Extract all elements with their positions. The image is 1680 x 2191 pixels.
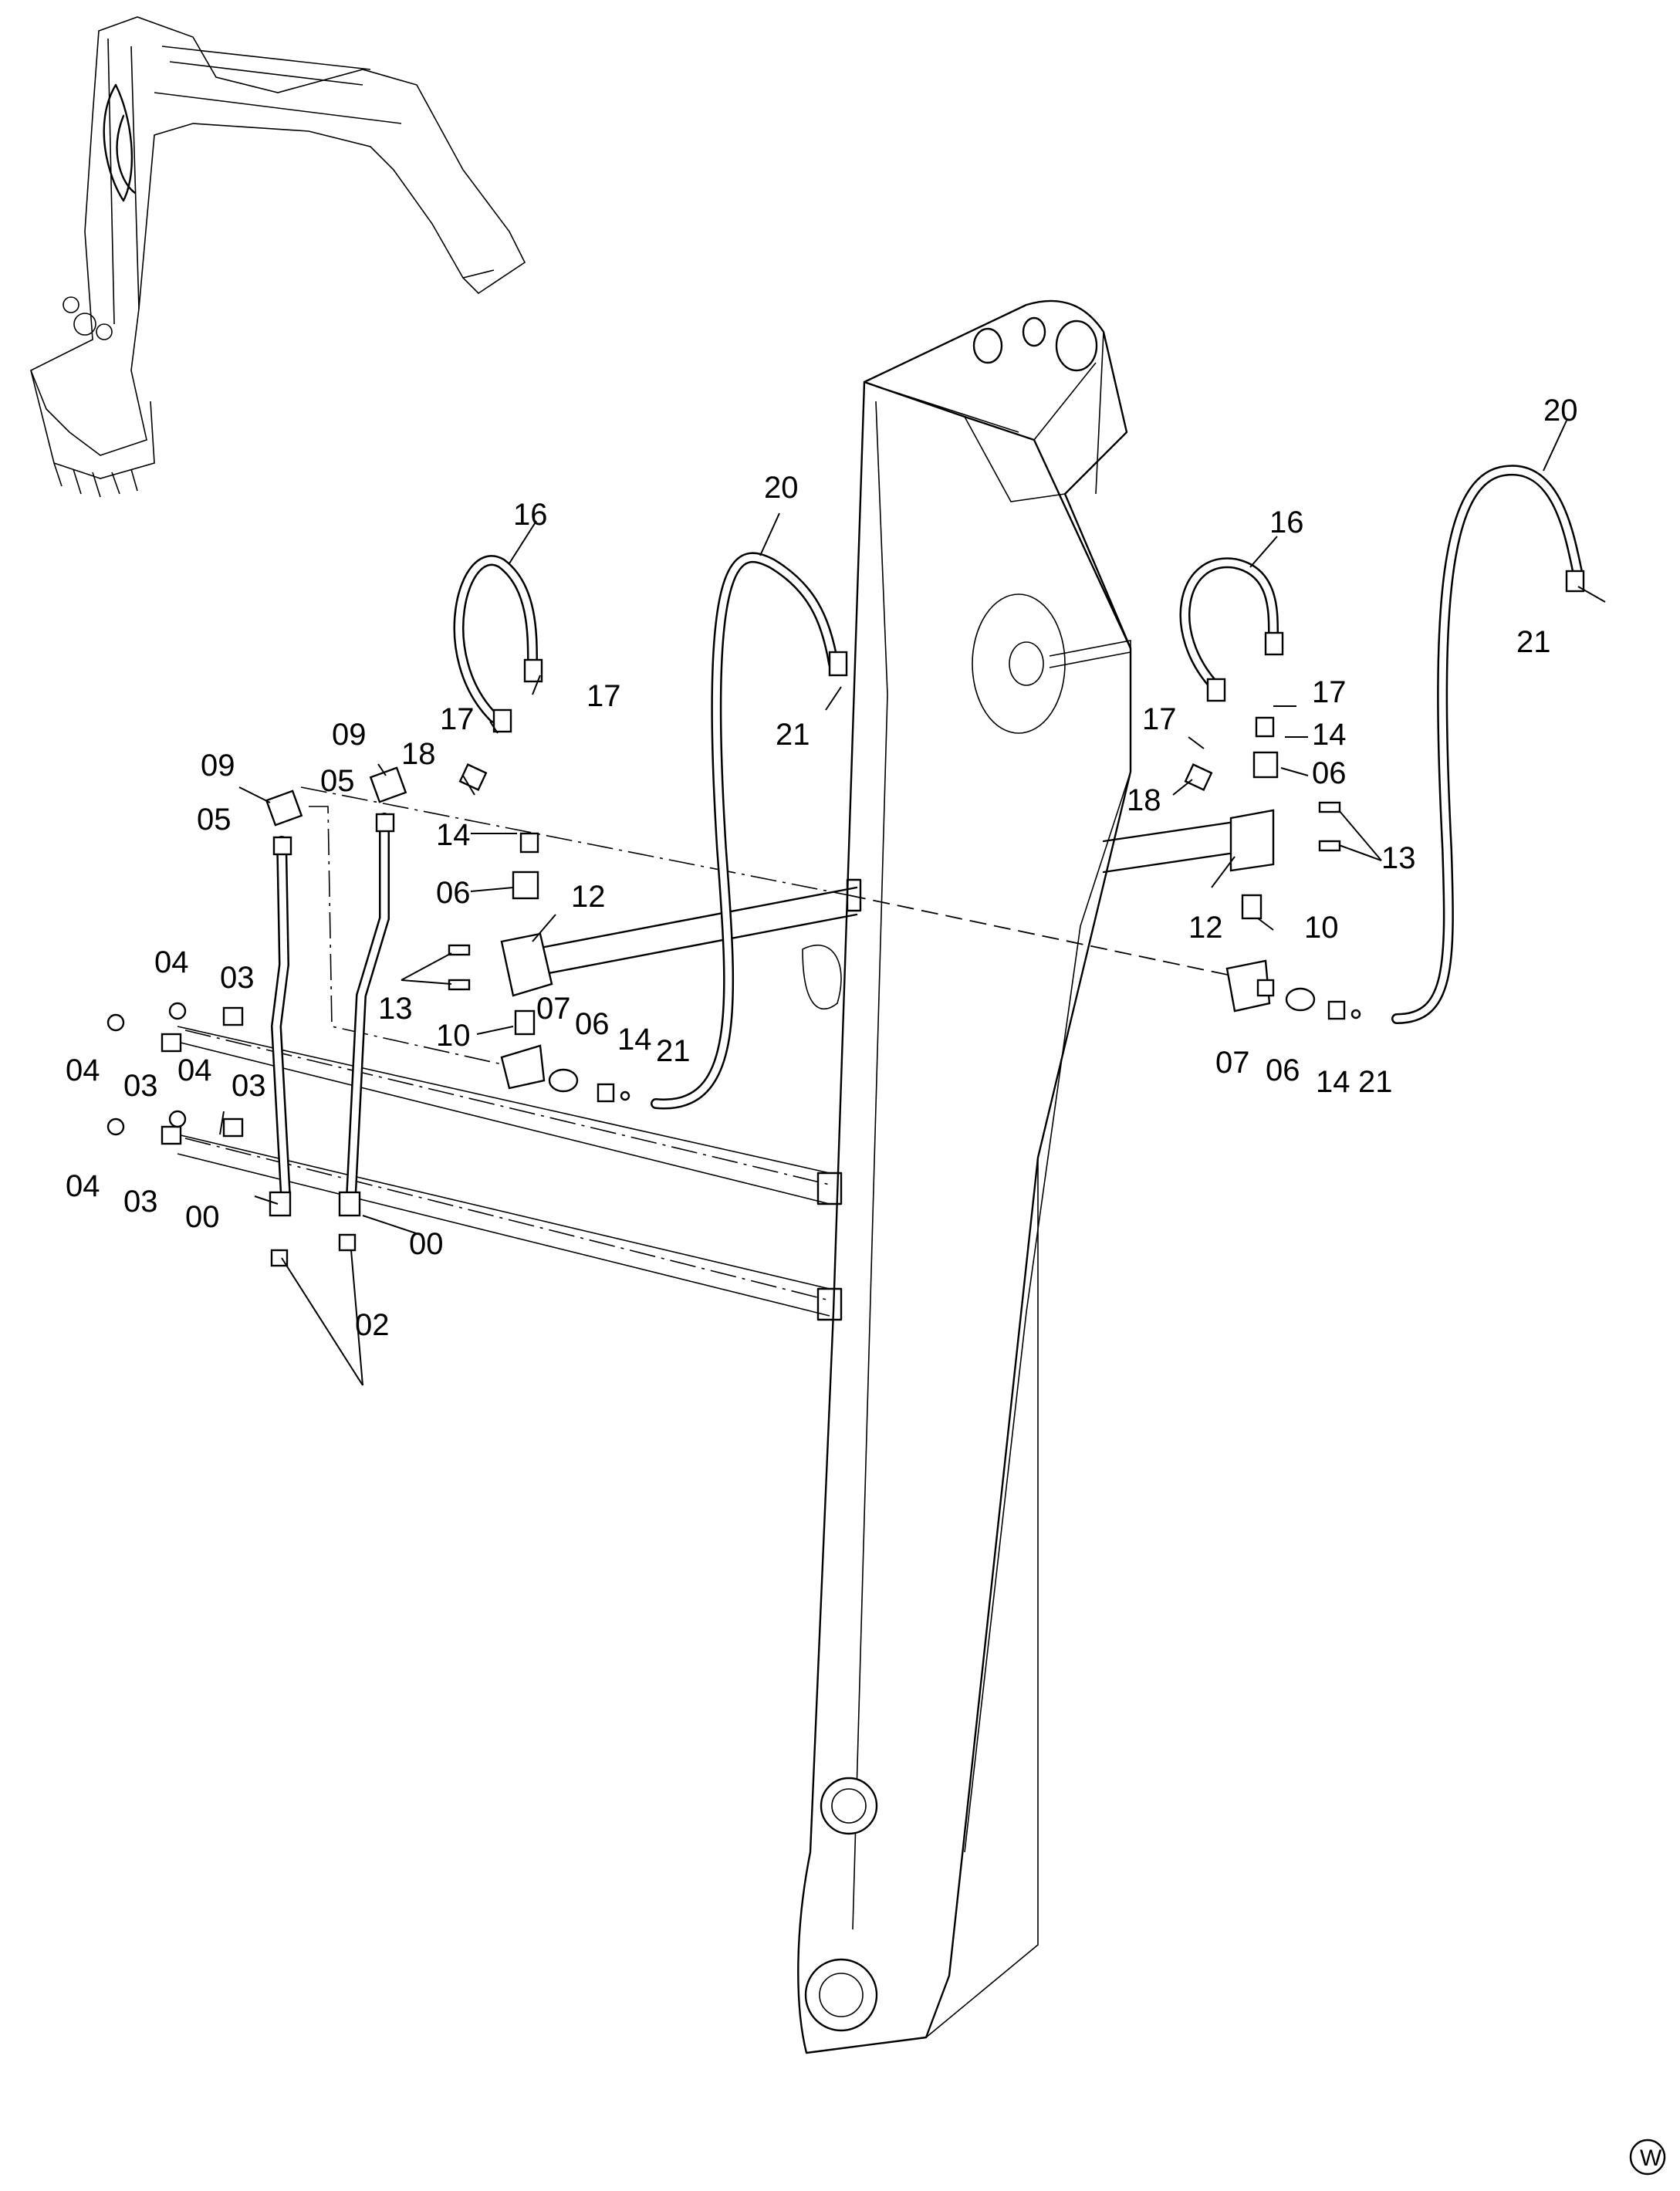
callout-00-a: 00 xyxy=(185,1200,220,1234)
assembly-guide-lines xyxy=(184,786,1235,1301)
callout-14-low-right: 14 xyxy=(1316,1065,1350,1099)
callout-21-low-right: 21 xyxy=(1358,1065,1393,1099)
callout-20-mid: 20 xyxy=(764,471,799,505)
callout-20-right: 20 xyxy=(1543,394,1578,428)
callout-21-low-left: 21 xyxy=(656,1034,691,1068)
callout-10-left: 10 xyxy=(436,1019,471,1053)
callout-06-right: 06 xyxy=(1312,756,1347,790)
callout-03-d: 03 xyxy=(123,1185,158,1219)
boom-structure xyxy=(797,299,1132,2054)
callout-04-b: 04 xyxy=(66,1053,100,1087)
callout-07-left: 07 xyxy=(536,992,571,1026)
callout-05-a: 05 xyxy=(197,803,232,837)
callout-03-c: 03 xyxy=(232,1069,266,1103)
hoses xyxy=(270,465,1584,1202)
callout-14-left: 14 xyxy=(436,818,471,852)
boom-pipes xyxy=(177,820,1236,1317)
callout-03-b: 03 xyxy=(123,1069,158,1103)
callout-14-low-left: 14 xyxy=(617,1023,652,1057)
callout-04-d: 04 xyxy=(66,1169,100,1203)
callout-06-left: 06 xyxy=(436,876,471,910)
callout-16-right: 16 xyxy=(1269,505,1304,539)
callout-13-left: 13 xyxy=(378,992,413,1026)
callout-09-a: 09 xyxy=(201,749,235,783)
callout-16-left: 16 xyxy=(513,498,548,532)
callout-labels: 16 16 20 20 21 21 17 17 17 17 18 18 09 0… xyxy=(66,394,1578,1342)
leader-lines xyxy=(219,420,1606,1386)
corner-mark: W xyxy=(1629,2139,1666,2176)
callout-02: 02 xyxy=(355,1308,390,1342)
callout-00-b: 00 xyxy=(409,1227,444,1261)
callout-21-right-top: 21 xyxy=(1516,625,1551,659)
callout-06-low-right: 06 xyxy=(1266,1053,1300,1087)
callout-05-b: 05 xyxy=(320,764,355,798)
callout-14-right: 14 xyxy=(1312,718,1347,752)
callout-03-a: 03 xyxy=(220,961,255,995)
callout-09-b: 09 xyxy=(332,718,367,752)
callout-04-a: 04 xyxy=(154,945,189,979)
callout-06-low-left: 06 xyxy=(575,1007,610,1041)
excavator-thumbnail xyxy=(29,16,526,498)
callout-07-right: 07 xyxy=(1215,1046,1250,1080)
callout-21-mid: 21 xyxy=(776,718,810,752)
callout-17-left-2: 17 xyxy=(586,679,621,713)
callout-13-right: 13 xyxy=(1381,841,1416,875)
callout-12-right: 12 xyxy=(1188,911,1223,945)
callout-17-left-1: 17 xyxy=(440,702,475,736)
callout-12-left: 12 xyxy=(571,880,606,914)
callout-10-right: 10 xyxy=(1304,911,1339,945)
callout-17-right-2: 17 xyxy=(1312,675,1347,709)
callout-18-right: 18 xyxy=(1127,783,1161,817)
corner-mark-letter: W xyxy=(1640,2145,1662,2171)
callout-18-left: 18 xyxy=(401,737,436,771)
callout-17-right-1: 17 xyxy=(1142,702,1177,736)
callout-04-c: 04 xyxy=(177,1053,212,1087)
fittings xyxy=(106,570,1585,1267)
